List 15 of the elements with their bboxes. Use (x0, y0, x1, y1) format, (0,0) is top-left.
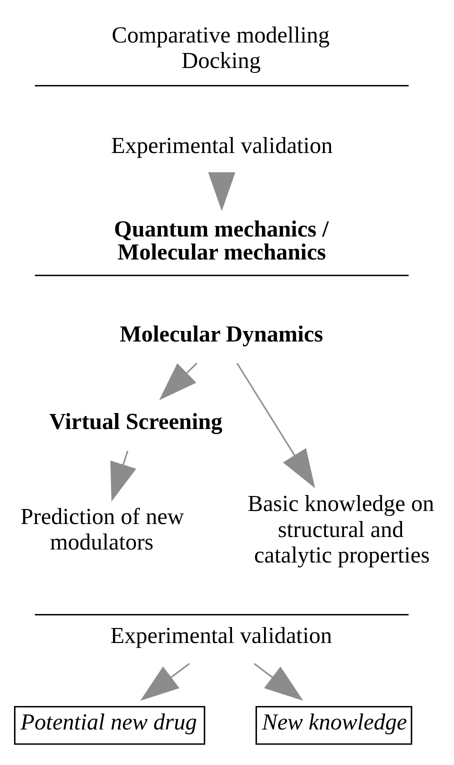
node-text: Quantum mechanics / Molecular mechanics (113, 216, 328, 264)
arrow (110, 450, 136, 502)
node-box: New knowledge (255, 706, 412, 745)
node-box: Potential new drug (14, 706, 205, 745)
node-text: Prediction of new modulators (20, 504, 184, 555)
node-text: Basic knowledge on structural and catalytic properties (247, 490, 434, 568)
node-text: Experimental validation (110, 132, 332, 158)
node-text: Molecular Dynamics (119, 321, 323, 346)
node-text: Comparative modelling Docking (111, 22, 330, 74)
arrow (236, 362, 315, 488)
node-text: Virtual Screening (48, 408, 222, 434)
arrow (158, 362, 197, 400)
node-text: Experimental validation (110, 623, 332, 648)
arrow (253, 663, 303, 701)
arrow (140, 663, 190, 701)
